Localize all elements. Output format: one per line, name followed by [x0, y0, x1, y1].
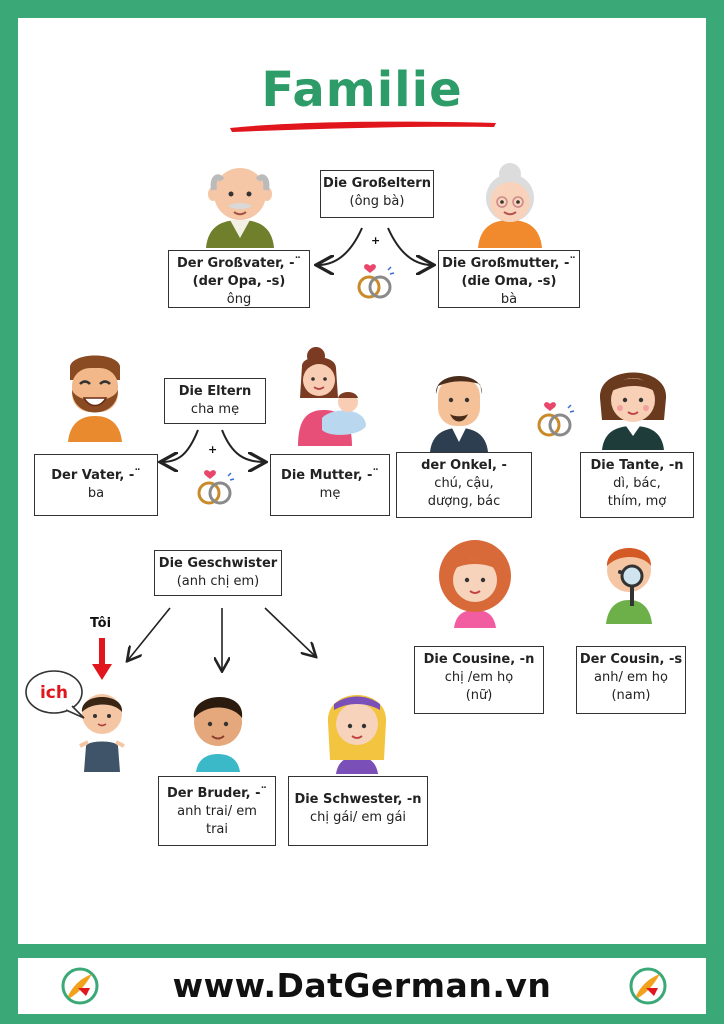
box-grossvater: Der Großvater, -¨ (der Opa, -s) ông: [168, 250, 310, 308]
me-boy-illustration: [79, 694, 125, 772]
term-de-alt: (der Opa, -s): [192, 274, 286, 289]
box-tante: Die Tante, -n dì, bác, thím, mợ: [580, 452, 694, 518]
box-schwester: Die Schwester, -n chị gái/ em gái: [288, 776, 428, 846]
term-vi: (ông bà): [349, 194, 405, 209]
grandfather-illustration: [206, 168, 274, 248]
female-cousin-illustration: [439, 540, 511, 628]
grandmother-illustration: [478, 163, 542, 248]
term-de: Die Großeltern: [323, 176, 431, 191]
footer-bar: www.DatGerman.vn: [18, 958, 706, 1014]
father-illustration: [68, 355, 122, 442]
term-vi: ông: [226, 292, 252, 307]
website-url[interactable]: www.DatGerman.vn: [172, 966, 552, 1005]
brand-logo-icon: [61, 967, 99, 1005]
male-cousin-illustration: [606, 548, 652, 624]
term-vi: ba: [87, 486, 105, 501]
term-de: Die Tante, -n: [590, 458, 684, 473]
term-de: Die Großmutter, -¨: [442, 256, 576, 271]
wedding-rings-icon: [537, 402, 575, 437]
term-de: Die Schwester, -n: [294, 792, 422, 807]
term-vi: anh trai/ em: [177, 804, 257, 819]
term-de: Der Bruder, -¨: [166, 786, 268, 801]
term-vi-2: trai: [205, 822, 229, 837]
term-de: Der Vater, -¨: [51, 468, 141, 483]
term-de: Die Eltern: [178, 384, 252, 399]
term-vi-2: dượng, bác: [427, 494, 501, 509]
term-vi: cha mẹ: [190, 402, 240, 417]
mother-with-baby-illustration: [298, 347, 366, 446]
term-de: Der Großvater, -¨: [176, 256, 302, 271]
box-onkel: der Onkel, - chú, cậu, dượng, bác: [396, 452, 532, 518]
term-de: Der Cousin, -s: [579, 652, 683, 667]
aunt-illustration: [599, 372, 667, 450]
box-cousine: Die Cousine, -n chị /em họ (nữ): [414, 646, 544, 714]
page-title: Familie: [261, 62, 463, 118]
box-mutter: Die Mutter, -¨ mẹ: [270, 454, 390, 516]
term-de: Die Cousine, -n: [423, 652, 535, 667]
wedding-rings-icon: [357, 264, 395, 299]
plus-sign: +: [208, 443, 218, 456]
term-vi: chú, cậu,: [434, 476, 494, 491]
term-vi: anh/ em họ: [594, 670, 668, 685]
term-vi-2: (nam): [611, 688, 651, 703]
term-vi: (anh chị em): [176, 574, 260, 589]
box-eltern: Die Eltern cha mẹ: [164, 378, 266, 424]
term-vi: chị gái/ em gái: [309, 810, 407, 825]
term-vi: dì, bác,: [613, 476, 661, 491]
term-de: Die Geschwister: [158, 556, 278, 571]
brother-illustration: [193, 696, 243, 772]
box-bruder: Der Bruder, -¨ anh trai/ em trai: [158, 776, 276, 846]
term-de: Die Mutter, -¨: [281, 468, 379, 483]
me-label: Tôi: [90, 616, 112, 631]
box-vater: Der Vater, -¨ ba: [34, 454, 158, 516]
term-vi-2: (nữ): [465, 688, 493, 703]
box-cousin: Der Cousin, -s anh/ em họ (nam): [576, 646, 686, 714]
term-vi-2: thím, mợ: [607, 494, 667, 509]
brand-logo-icon: [629, 967, 667, 1005]
wedding-rings-icon: [197, 470, 235, 505]
title-underline-brush: [230, 121, 496, 132]
term-de-alt: (die Oma, -s): [461, 274, 557, 289]
plus-sign: +: [371, 234, 381, 247]
box-grossmutter: Die Großmutter, -¨ (die Oma, -s) bà: [438, 250, 580, 308]
term-de: der Onkel, -: [421, 458, 507, 473]
box-grosseltern: Die Großeltern (ông bà): [320, 170, 434, 218]
uncle-illustration: [430, 376, 488, 452]
speech-bubble-ich: ich: [25, 670, 85, 719]
box-geschwister: Die Geschwister (anh chị em): [154, 550, 282, 596]
sister-illustration: [327, 695, 387, 774]
bubble-label: ich: [40, 683, 68, 703]
term-vi: mẹ: [319, 486, 341, 501]
term-vi: bà: [500, 292, 518, 307]
term-vi: chị /em họ: [444, 670, 514, 685]
